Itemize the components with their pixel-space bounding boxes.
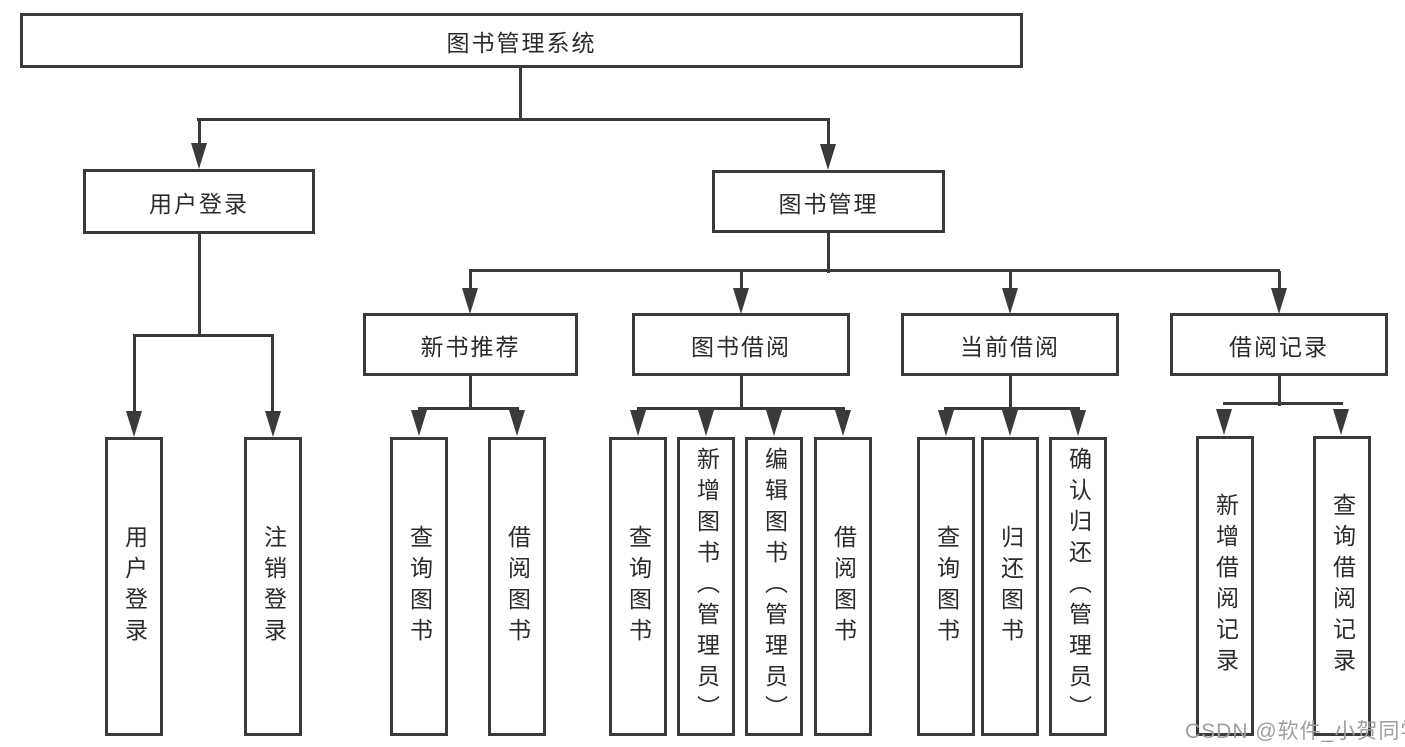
node-label: 当前借阅 — [960, 333, 1060, 360]
node-label: 新增借阅记录 — [1212, 493, 1239, 679]
leaf-query-books-recommend: 查询图书 — [390, 437, 448, 736]
arrow-down-icon — [509, 410, 525, 436]
node-borrow-records: 借阅记录 — [1170, 313, 1388, 376]
connector-line — [1278, 271, 1281, 291]
leaf-borrow-books: 借阅图书 — [814, 437, 872, 736]
arrow-down-icon — [766, 410, 782, 436]
connector-line — [740, 376, 743, 410]
leaf-confirm-return-admin: 确认归还（管理员） — [1049, 437, 1107, 736]
connector-line — [133, 334, 274, 337]
node-label: 借阅图书 — [504, 524, 531, 649]
node-label: 借阅记录 — [1229, 333, 1329, 360]
connector-line — [1009, 271, 1012, 291]
connector-line — [827, 120, 830, 147]
leaf-logout: 注销登录 — [244, 437, 302, 736]
connector-line — [198, 234, 201, 337]
arrow-down-icon — [265, 411, 281, 437]
connector-line — [469, 271, 472, 291]
node-label: 借阅图书 — [830, 524, 857, 649]
arrow-down-icon — [820, 144, 836, 170]
connector-line — [1278, 376, 1281, 406]
arrow-down-icon — [630, 410, 646, 436]
arrow-down-icon — [938, 410, 954, 436]
node-label: 用户登录 — [121, 524, 148, 649]
node-library-management-system: 图书管理系统 — [20, 13, 1023, 68]
arrow-down-icon — [191, 143, 207, 169]
node-label: 查询图书 — [933, 524, 960, 649]
leaf-user-login: 用户登录 — [105, 437, 163, 736]
node-current-borrowing: 当前借阅 — [901, 313, 1119, 376]
connector-line — [827, 233, 830, 273]
arrow-down-icon — [462, 288, 478, 314]
node-label: 编辑图书（管理员） — [761, 447, 788, 726]
arrow-down-icon — [1002, 410, 1018, 436]
node-label: 确认归还（管理员） — [1065, 447, 1092, 726]
node-label: 新增图书（管理员） — [693, 447, 720, 726]
connector-line — [418, 407, 519, 410]
csdn-watermark: CSDN @软件_小贺同学 — [1185, 720, 1405, 743]
node-label: 用户登录 — [149, 190, 249, 217]
connector-line — [740, 271, 743, 291]
connector-line — [469, 269, 1280, 272]
leaf-query-books-current: 查询图书 — [917, 437, 975, 736]
node-label: 新书推荐 — [420, 333, 521, 360]
leaf-return-books: 归还图书 — [981, 437, 1039, 736]
connector-line — [271, 336, 274, 413]
connector-line — [1223, 402, 1343, 405]
node-label: 图书管理系统 — [446, 29, 597, 56]
node-label: 图书管理 — [778, 190, 879, 217]
node-user-login: 用户登录 — [83, 169, 315, 234]
leaf-edit-books-admin: 编辑图书（管理员） — [745, 437, 803, 736]
node-label: 查询图书 — [406, 524, 433, 649]
arrow-down-icon — [698, 410, 714, 436]
arrow-down-icon — [411, 410, 427, 436]
node-label: 注销登录 — [260, 524, 287, 649]
node-label: 查询图书 — [625, 524, 652, 649]
connector-line — [519, 68, 522, 120]
connector-line — [1009, 376, 1012, 410]
node-label: 归还图书 — [997, 524, 1024, 649]
arrow-down-icon — [1271, 288, 1287, 314]
node-label: 查询借阅记录 — [1329, 493, 1356, 679]
connector-line — [133, 336, 136, 413]
leaf-add-books-admin: 新增图书（管理员） — [677, 437, 735, 736]
arrow-down-icon — [1070, 410, 1086, 436]
node-book-borrowing: 图书借阅 — [632, 313, 850, 376]
node-book-management: 图书管理 — [712, 170, 945, 233]
node-label: 图书借阅 — [691, 333, 791, 360]
connector-line — [197, 118, 830, 121]
leaf-query-borrow-record: 查询借阅记录 — [1313, 436, 1371, 736]
leaf-borrow-books-recommend: 借阅图书 — [488, 437, 546, 736]
arrow-down-icon — [733, 288, 749, 314]
arrow-down-icon — [835, 410, 851, 436]
leaf-query-books-borrowing: 查询图书 — [609, 437, 667, 736]
arrow-down-icon — [1333, 409, 1349, 435]
leaf-add-borrow-record: 新增借阅记录 — [1196, 436, 1254, 736]
arrow-down-icon — [1216, 409, 1232, 435]
node-new-book-recommend: 新书推荐 — [363, 313, 578, 376]
arrow-down-icon — [1002, 288, 1018, 314]
arrow-down-icon — [126, 411, 142, 437]
connector-line — [469, 376, 472, 410]
connector-line — [944, 407, 1080, 410]
connector-line — [637, 407, 845, 410]
connector-line — [198, 120, 201, 146]
